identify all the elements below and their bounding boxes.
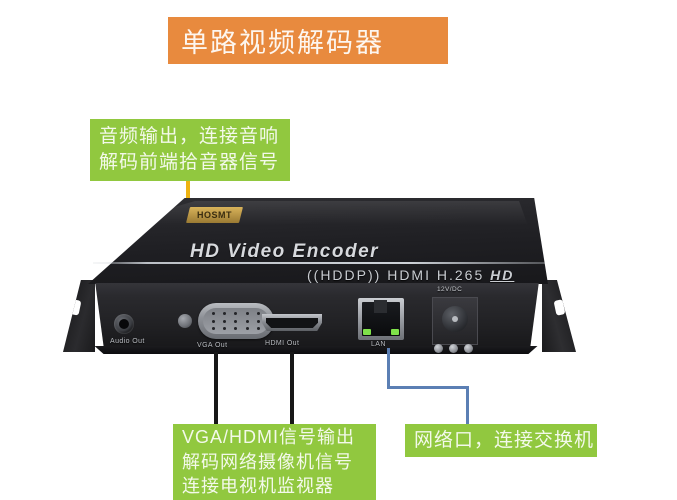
port-label-vga-out: VGA Out — [197, 342, 228, 349]
mounting-hole-left — [70, 299, 82, 316]
port-label-hdmi-out: HDMI Out — [265, 340, 300, 347]
port-dc-power — [432, 297, 478, 345]
device-top-hairline — [93, 262, 545, 264]
audio-jack-hole — [119, 319, 129, 329]
callout-video-line-2: 解码网络摄像机信号 — [182, 451, 353, 472]
leader-line-vga — [214, 352, 218, 425]
device-spec-text: ((HDDP)) HDMI H.265 HD — [307, 267, 514, 283]
dc-screw-3 — [464, 344, 473, 353]
mounting-hole-right — [553, 299, 566, 316]
device-image: HOSMT HD Video Encoder ((HDDP)) HDMI H.2… — [60, 196, 580, 368]
callout-box-lan: 网络口，连接交换机 — [405, 424, 597, 457]
leader-line-lan-segment-3 — [466, 386, 469, 425]
device-top-sheen — [112, 201, 528, 225]
lan-led-right — [391, 329, 399, 335]
mounting-ear-right — [542, 280, 576, 352]
callout-box-audio: 音频输出，连接音响 解码前端拾音器信号 — [90, 119, 290, 181]
port-vga-out — [198, 303, 274, 339]
port-lan — [358, 298, 404, 340]
mounting-ear-left — [63, 280, 95, 352]
lan-led-left — [363, 329, 371, 335]
hdmi-inner — [266, 318, 318, 328]
leader-line-lan-segment-2 — [387, 386, 469, 389]
vga-pins — [208, 312, 264, 330]
callout-video-line-1: VGA/HDMI信号输出 — [182, 426, 356, 447]
callout-audio-line-1: 音频输出，连接音响 — [99, 126, 280, 148]
dc-center-pin — [452, 316, 458, 322]
vga-screw-left — [178, 314, 192, 328]
dc-screw-1 — [434, 344, 443, 353]
device-spec-main: ((HDDP)) HDMI H.265 — [307, 267, 491, 283]
brand-badge: HOSMT — [186, 207, 243, 223]
port-label-lan: LAN — [371, 341, 386, 348]
device-spec-hd: HD — [490, 267, 515, 283]
device-model-text: HD Video Encoder — [190, 241, 380, 262]
callout-video-line-3: 连接电视机监视器 — [182, 476, 334, 497]
callout-audio-line-2: 解码前端拾音器信号 — [99, 152, 280, 173]
callout-box-video: VGA/HDMI信号输出 解码网络摄像机信号 连接电视机监视器 — [173, 424, 376, 500]
dc-power-label: 12V/DC — [437, 286, 463, 293]
lan-latch — [374, 300, 387, 313]
leader-line-lan-segment-1 — [387, 348, 390, 388]
title-banner: 单路视频解码器 — [168, 17, 448, 64]
port-label-audio-out: Audio Out — [110, 338, 145, 345]
port-audio-out — [114, 314, 134, 334]
leader-line-hdmi — [290, 352, 294, 425]
page-title: 单路视频解码器 — [181, 28, 384, 58]
port-hdmi-out — [262, 314, 322, 331]
callout-lan-line-1: 网络口，连接交换机 — [414, 429, 595, 451]
brand-badge-label: HOSMT — [197, 210, 232, 220]
device-bottom-lip — [94, 346, 538, 354]
dc-screw-2 — [449, 344, 458, 353]
